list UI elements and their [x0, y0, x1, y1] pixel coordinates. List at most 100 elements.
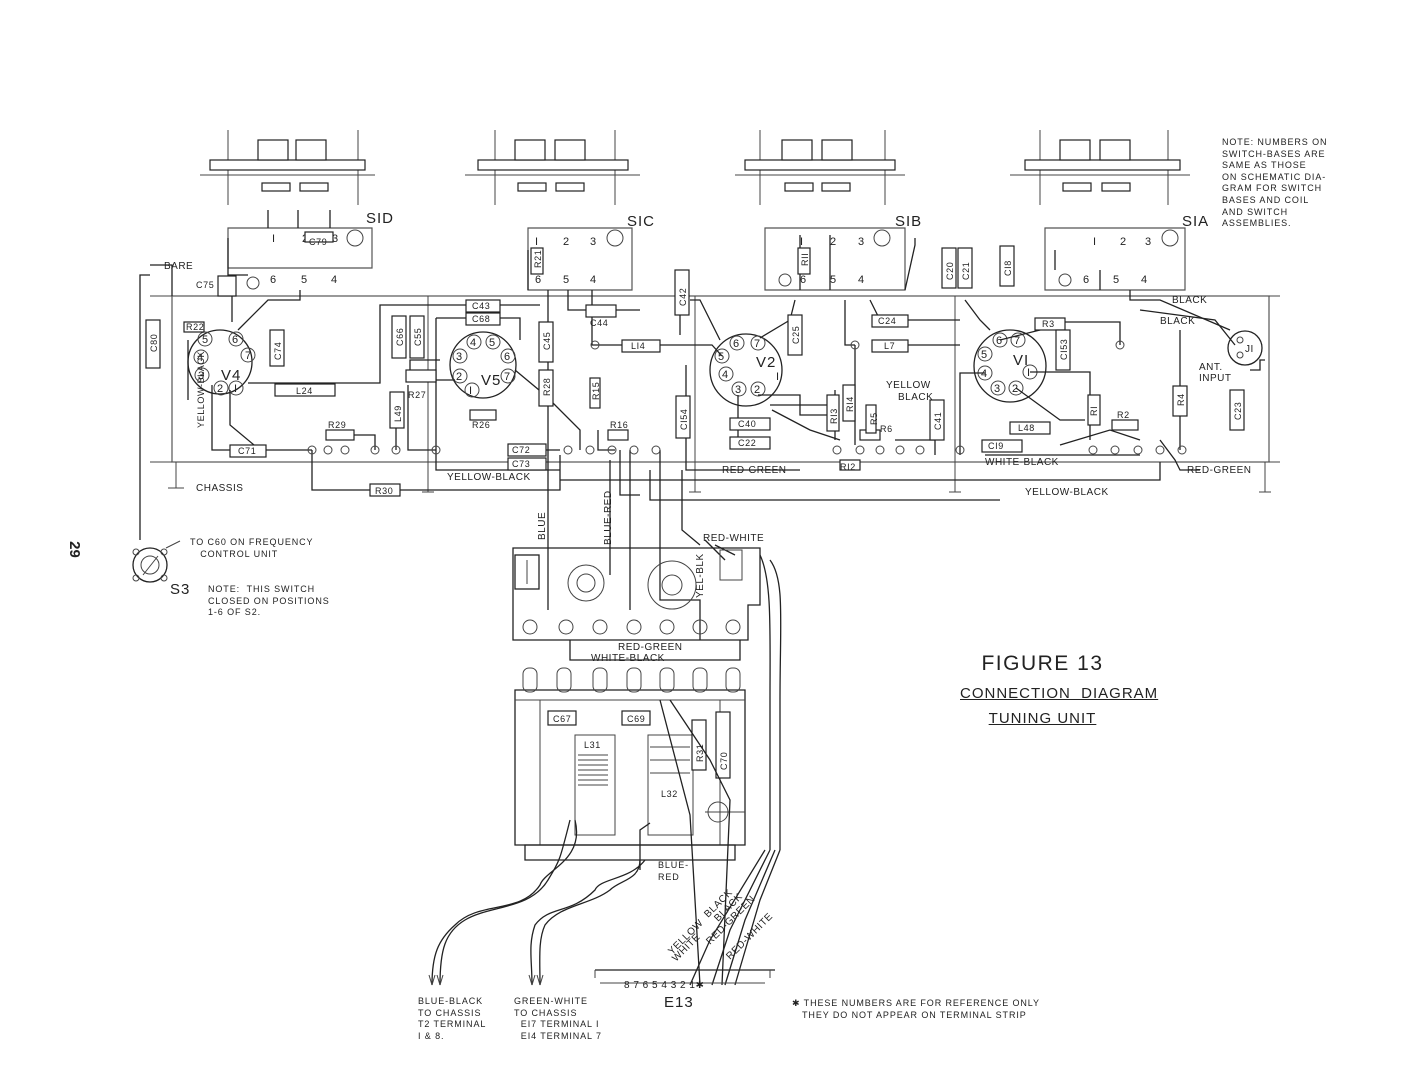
svg-text:C43: C43: [472, 301, 490, 311]
svg-text:L32: L32: [661, 789, 678, 799]
switch-label-sic: SIC: [627, 213, 655, 230]
terminal-board: [512, 547, 761, 641]
svg-text:3: 3: [456, 351, 462, 363]
page-number: 29: [65, 541, 83, 558]
svg-text:CI53: CI53: [1059, 339, 1069, 360]
svg-text:C25: C25: [791, 326, 801, 344]
svg-text:R2: R2: [1117, 410, 1130, 420]
switch-assembly-sic: [465, 130, 640, 291]
tube-label-v2: V2: [756, 354, 776, 371]
svg-text:5: 5: [202, 334, 208, 346]
svg-text:6: 6: [1083, 274, 1089, 286]
svg-text:7: 7: [1014, 335, 1020, 347]
svg-text:2: 2: [1120, 236, 1126, 248]
svg-text:2: 2: [563, 236, 569, 248]
svg-text:6: 6: [504, 351, 510, 363]
svg-text:2: 2: [754, 384, 760, 396]
svg-text:2: 2: [456, 371, 462, 383]
svg-text:C70: C70: [719, 752, 729, 770]
svg-text:L48: L48: [1018, 423, 1035, 433]
svg-text:C21: C21: [961, 262, 971, 280]
svg-text:C42: C42: [678, 288, 688, 306]
svg-text:R21: R21: [533, 250, 543, 268]
svg-text:CI9: CI9: [988, 441, 1004, 451]
svg-text:C71: C71: [238, 446, 256, 456]
svg-text:BARE: BARE: [164, 261, 193, 272]
svg-text:C40: C40: [738, 419, 756, 429]
svg-text:R27: R27: [408, 390, 426, 400]
svg-text:C80: C80: [149, 334, 159, 352]
svg-text:3: 3: [858, 236, 864, 248]
svg-text:C69: C69: [627, 714, 645, 724]
svg-text:I: I: [469, 385, 472, 397]
tube-label-v1: VI: [1013, 352, 1029, 369]
svg-text:R22: R22: [186, 322, 204, 332]
svg-text:BLACK: BLACK: [1172, 295, 1207, 306]
wire-labels: BARE CHASSIS YELLOW-BLACK YELLOW-BLACK R…: [164, 261, 1254, 664]
svg-text:6: 6: [733, 338, 739, 350]
note-to-c60: TO C60 ON FREQUENCY CONTROL UNIT: [190, 537, 314, 559]
svg-text:C45: C45: [542, 332, 552, 350]
svg-text:YELLOW-BLACK: YELLOW-BLACK: [196, 351, 206, 428]
svg-text:WHITE-BLACK: WHITE-BLACK: [985, 457, 1059, 468]
svg-text:4: 4: [470, 337, 476, 349]
svg-text:JI: JI: [1245, 344, 1254, 355]
tube-label-v4: V4: [221, 367, 241, 384]
svg-text:R30: R30: [375, 486, 393, 496]
svg-text:C74: C74: [273, 342, 283, 360]
label-blue-red: BLUE- RED: [658, 860, 690, 882]
figure-subtitle-1: CONNECTION DIAGRAM: [960, 685, 1159, 702]
svg-text:C67: C67: [553, 714, 571, 724]
svg-text:WHITE-BLACK: WHITE-BLACK: [591, 653, 665, 664]
switch-label-sia: SIA: [1182, 213, 1209, 230]
svg-text:RI2: RI2: [840, 462, 856, 472]
terminal-strip-e13: [594, 969, 775, 984]
switch-terminals: I23 654 I23 654 I23 654 I23 654: [246, 229, 1179, 290]
svg-text:C23: C23: [1233, 402, 1243, 420]
svg-text:I: I: [234, 383, 237, 395]
svg-text:C79: C79: [309, 237, 327, 247]
svg-text:I: I: [272, 233, 275, 245]
svg-text:4: 4: [981, 368, 987, 380]
svg-text:L24: L24: [296, 386, 313, 396]
svg-text:5: 5: [489, 337, 495, 349]
figure-title: FIGURE 13: [981, 652, 1104, 675]
svg-text:3: 3: [994, 383, 1000, 395]
switch-assembly-sid: [200, 130, 375, 269]
svg-text:BLUE: BLUE: [537, 512, 548, 540]
svg-text:2: 2: [1012, 383, 1018, 395]
svg-text:RED-WHITE: RED-WHITE: [703, 533, 764, 544]
note-green-white: GREEN-WHITE TO CHASSIS EI7 TERMINAL I EI…: [514, 996, 602, 1041]
svg-text:R5: R5: [869, 412, 879, 425]
svg-text:C41: C41: [933, 412, 943, 430]
note-switch-bases: NOTE: NUMBERS ON SWITCH-BASES ARE SAME A…: [1222, 137, 1328, 229]
svg-text:6: 6: [535, 274, 541, 286]
svg-text:4: 4: [197, 352, 203, 364]
svg-text:7: 7: [504, 371, 510, 383]
svg-text:L7: L7: [884, 341, 895, 351]
svg-text:7: 7: [245, 350, 251, 362]
note-blue-black: BLUE-BLACK TO CHASSIS T2 TERMINAL I & 8.: [418, 996, 487, 1041]
svg-text:R29: R29: [328, 420, 346, 430]
svg-text:ANT.INPUT: ANT.INPUT: [1199, 362, 1232, 384]
switch-assembly-sib: [735, 130, 906, 291]
svg-text:3: 3: [590, 236, 596, 248]
component-labels: C79 C75 C80 R22 C74 L24 R29 C71 R30 C66 …: [149, 237, 1243, 496]
tube-socket-v5: 4 5 3 6 2 7 I: [449, 331, 517, 399]
switch-label-sib: SIB: [895, 213, 922, 230]
svg-text:RI: RI: [1089, 406, 1099, 416]
svg-text:R4: R4: [1176, 393, 1186, 406]
svg-text:I: I: [776, 371, 779, 383]
twisted-pairs: [431, 819, 646, 986]
svg-text:YELLOW: YELLOW: [886, 380, 931, 391]
svg-text:3: 3: [735, 384, 741, 396]
switch-label-sid: SID: [366, 210, 394, 227]
svg-text:RI4: RI4: [845, 396, 855, 412]
svg-text:5: 5: [718, 351, 724, 363]
svg-text:L31: L31: [584, 740, 601, 750]
svg-text:LI4: LI4: [631, 341, 645, 351]
tube-label-v5: V5: [481, 372, 501, 389]
svg-text:C72: C72: [512, 445, 530, 455]
svg-text:R26: R26: [472, 420, 490, 430]
